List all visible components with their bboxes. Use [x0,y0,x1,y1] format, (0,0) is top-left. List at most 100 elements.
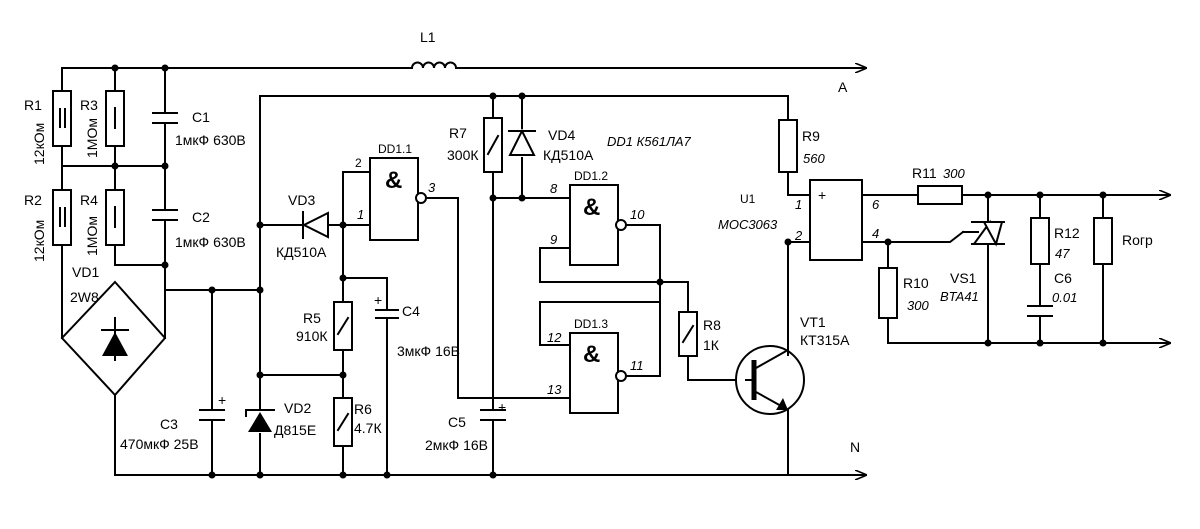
capacitor-c5-ref: C5 [448,414,466,430]
resistor-r8: R8 1К [678,311,721,357]
inductor-l1-ref: L1 [420,29,436,45]
resistor-r7-value: 300К [447,147,479,163]
capacitor-c3: + C3 470мкФ 25В [120,392,226,452]
diode-vd1-ref: VD1 [72,264,99,280]
gate-dd1-2-ref: DD1.2 [574,169,608,183]
triac-vs1: VS1 BTA41 [940,219,1005,304]
pin-label: 2 [355,156,362,170]
junctions [111,64,1107,479]
net-label-a: A [838,79,848,95]
diode-vd3: VD3 КД510А [276,192,329,260]
capacitor-c5-plus: + [498,399,506,415]
resistor-r12: R12 47 [1030,217,1080,265]
chip-note: DD1 К561ЛА7 [607,134,692,149]
capacitor-c3-ref: C3 [160,416,178,432]
diode-bridge-vd1: VD1 2W8 [60,264,167,397]
optocoupler-u1-ref: U1 [740,192,756,206]
diode-vd2-ref: VD2 [284,400,311,416]
optocoupler-plus: + [818,187,826,203]
capacitor-c4-plus: + [374,292,382,308]
diode-vd3-ref: VD3 [288,192,315,208]
capacitor-c2-ref: C2 [192,209,210,225]
resistor-r11-ref: R11 [912,165,937,181]
pin-label: 9 [550,232,557,247]
resistor-r8-value: 1К [703,337,720,353]
capacitor-c1-value: 1мкФ 630В [175,132,246,148]
diode-vd4: VD4 КД510А [508,127,594,163]
capacitor-c4: + C4 3мкФ 16В [374,292,460,359]
capacitor-c3-plus: + [218,392,226,408]
resistor-r1-value: 12кОм [31,123,47,165]
resistor-r8-ref: R8 [703,317,721,333]
capacitor-c1: C1 1мкФ 630В [152,109,246,148]
resistor-r1-ref: R1 [24,97,42,113]
triac-vs1-ref: VS1 [950,270,977,286]
optocoupler-u1-value: MOC3063 [718,217,778,232]
gate-dd1-1-ref: DD1.1 [378,142,412,156]
resistor-r9-value: 560 [803,151,825,166]
resistor-r10-value: 300 [907,298,929,313]
gate-symbol: & [583,341,600,368]
resistor-r5: R5 910К [296,301,353,351]
gate-dd1-3-ref: DD1.3 [574,317,608,331]
resistor-load-ref: Rогр [1122,232,1153,248]
transistor-vt1-value: КТ315А [800,332,850,348]
resistor-r7: R7 300К [447,117,503,173]
capacitor-c6: C6 0.01 [1027,270,1077,317]
capacitor-c6-value: 0.01 [1052,290,1077,305]
diode-vd4-ref: VD4 [548,127,575,143]
resistor-load: Rогр [1093,217,1153,265]
logic-gate-dd1-3: & DD1.3 12 13 11 [547,317,644,414]
pin-label: 1 [357,207,364,222]
capacitor-c6-ref: C6 [1054,270,1072,286]
pin-label: 13 [547,382,562,397]
resistor-r11-value: 300 [943,166,965,181]
resistor-r2-ref: R2 [24,192,42,208]
pin-label: 6 [872,197,880,212]
inductor-l1: L1 [410,29,458,70]
resistor-r5-value: 910К [296,328,328,344]
capacitor-c2: C2 1мкФ 630В [152,209,246,250]
diode-vd1-value: 2W8 [70,289,99,305]
resistor-r12-value: 47 [1055,246,1070,261]
logic-gate-dd1-1: & DD1.1 2 1 3 [355,142,436,241]
logic-gate-dd1-2: & DD1.2 8 9 10 [550,169,645,266]
capacitor-c5: + C5 2мкФ 16В [425,399,506,453]
resistor-r11: R11 300 [912,165,965,205]
resistor-r3-ref: R3 [80,97,98,113]
resistor-r2-value: 12кОм [31,220,47,262]
pin-label: 10 [630,207,645,222]
pin-label: 12 [547,330,562,345]
capacitor-c2-value: 1мкФ 630В [175,234,246,250]
resistor-r6: R6 4.7К [333,397,382,447]
resistor-r5-ref: R5 [303,310,321,326]
zener-vd2: VD2 Д815Е [245,400,316,438]
pin-label: 4 [872,226,879,241]
triac-vs1-value: BTA41 [940,289,979,304]
resistor-r10-ref: R10 [903,275,929,291]
resistor-r9: R9 560 [778,119,825,173]
resistor-r4-value: 1МОм [84,216,100,256]
capacitor-c4-ref: C4 [402,303,420,319]
pin-label: 1 [795,197,802,212]
resistor-r1: R1 12кОм [24,90,72,165]
resistor-r6-value: 4.7К [354,420,382,436]
gate-symbol: & [385,167,402,194]
resistor-r9-ref: R9 [802,128,820,144]
net-label-n: N [850,439,860,455]
resistor-r6-ref: R6 [354,401,372,417]
resistor-r4-ref: R4 [80,192,98,208]
wires [61,68,1171,475]
diode-vd4-value: КД510А [543,147,594,163]
pin-label: 3 [428,180,436,195]
resistor-r2: R2 12кОм [24,189,72,262]
resistor-r12-ref: R12 [1054,225,1080,241]
capacitor-c4-value: 3мкФ 16В [397,343,460,359]
optocoupler-u1: + U1 MOC3063 1 2 6 4 [718,179,880,261]
transistor-vt1: VT1 КТ315А [735,314,850,415]
capacitor-c1-ref: C1 [192,109,210,125]
resistor-r3-value: 1МОм [84,118,100,158]
resistor-r10: R10 300 [878,267,929,319]
pin-label: 11 [630,358,644,373]
